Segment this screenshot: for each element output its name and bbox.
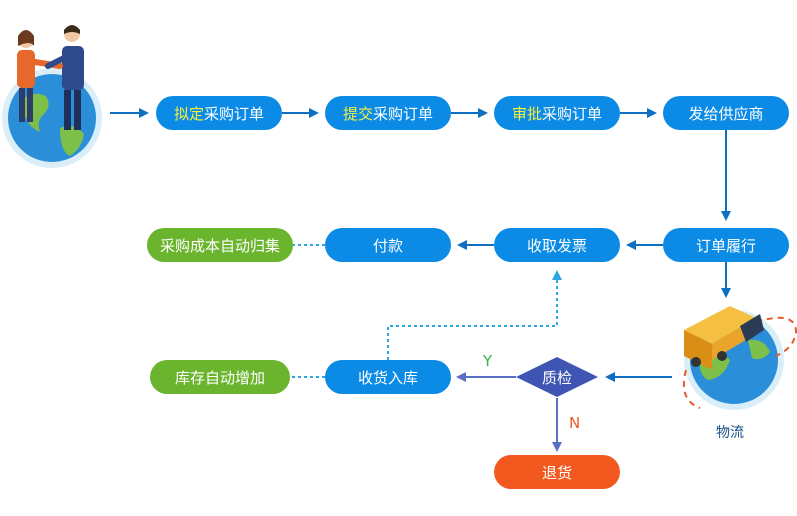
- step-receive: 收货入库: [325, 360, 451, 394]
- handshake-globe-illustration: [2, 25, 102, 168]
- yes-label: Y: [483, 352, 493, 370]
- step-approve-po-label: 采购订单: [542, 104, 603, 123]
- step-draft-po: 拟定采购订单: [156, 96, 282, 130]
- step-invoice: 收取发票: [494, 228, 620, 262]
- step-approve-po-highlight: 审批: [511, 104, 542, 123]
- delivery-truck-globe-illustration: [682, 306, 797, 410]
- qc-diamond-shape: [516, 357, 598, 397]
- step-draft-po-label: 采购订单: [204, 104, 265, 123]
- step-fulfill: 订单履行: [663, 228, 789, 262]
- no-label: N: [569, 414, 581, 432]
- step-cost-collect: 采购成本自动归集: [147, 228, 293, 262]
- step-draft-po-highlight: 拟定: [173, 104, 204, 123]
- step-pay: 付款: [325, 228, 451, 262]
- step-submit-po: 提交采购订单: [325, 96, 451, 130]
- step-qc: 质检: [541, 368, 572, 387]
- step-submit-po-highlight: 提交: [342, 104, 373, 123]
- logistics-label: 物流: [716, 425, 744, 441]
- step-return: 退货: [494, 455, 620, 489]
- step-approve-po: 审批采购订单: [494, 96, 620, 130]
- step-send-supplier: 发给供应商: [663, 96, 789, 130]
- step-submit-po-label: 采购订单: [373, 104, 434, 123]
- step-stock-increase: 库存自动增加: [150, 360, 290, 394]
